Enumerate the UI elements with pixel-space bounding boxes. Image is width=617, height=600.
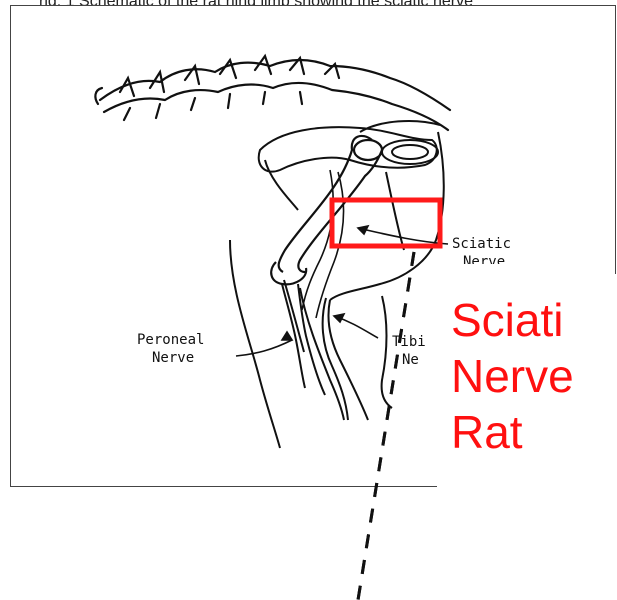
callout-line3: Rat (451, 406, 523, 458)
callout-line1: Sciati (451, 294, 563, 346)
dashed-connector-line-front (358, 252, 414, 600)
callout-line2: Nerve (451, 350, 574, 402)
